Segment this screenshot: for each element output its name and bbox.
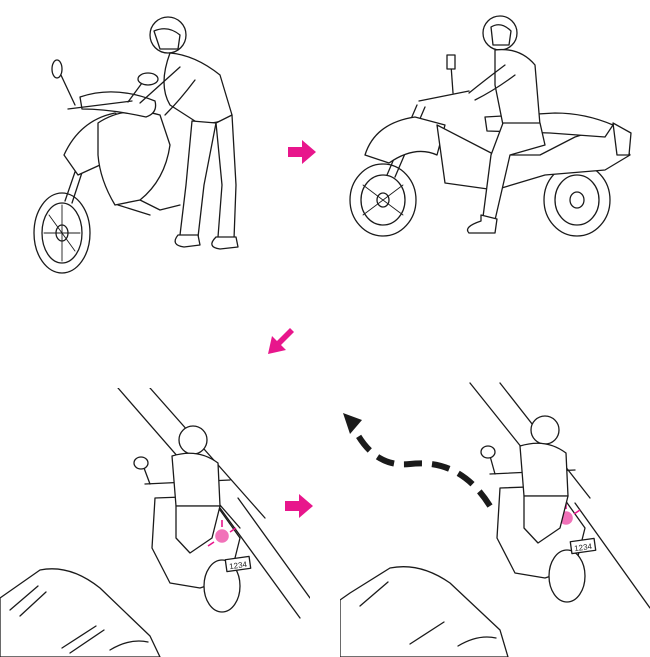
arrow-right-icon <box>285 494 313 518</box>
rider-roadside-signaling-icon: 1234 <box>0 388 310 657</box>
arrow-right-icon <box>288 140 316 164</box>
panel-mounting-motorcycle <box>20 5 260 280</box>
arrow-down-left-icon <box>268 328 294 354</box>
rider-pulling-out-icon: 1234 <box>340 378 650 657</box>
panel-seated-motorcycle <box>345 5 640 255</box>
panel-roadside-signaling: 1234 <box>0 388 310 657</box>
rider-seated-motorcycle-icon <box>345 5 640 255</box>
rider-mounting-motorcycle-icon <box>20 5 260 280</box>
panel-pulling-out: 1234 <box>340 378 650 657</box>
departure-path-arrow-icon <box>343 413 490 506</box>
